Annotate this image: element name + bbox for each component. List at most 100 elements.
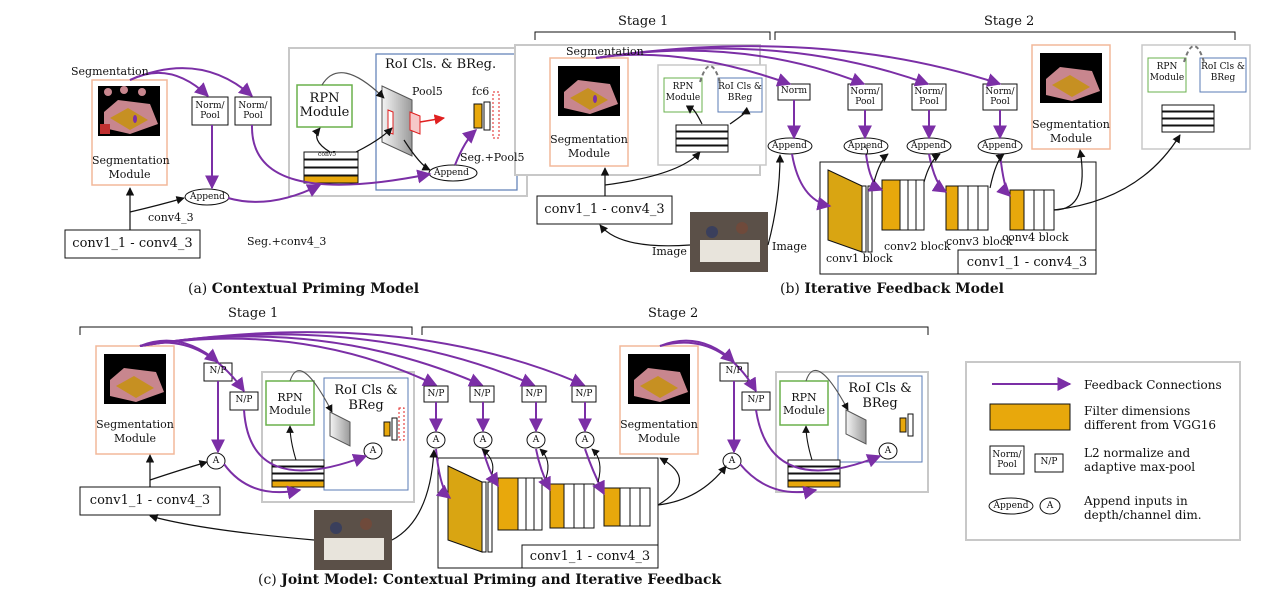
c-stage1-label: Stage 1 xyxy=(228,306,279,321)
legend-append: Append xyxy=(993,501,1029,511)
a-seg-conv4-label: Seg.+conv4_3 xyxy=(247,235,327,248)
a-pool5-label: Pool5 xyxy=(412,85,443,98)
photo-c xyxy=(314,510,392,570)
c-np-1: N/P xyxy=(209,366,227,376)
fc6-bars xyxy=(473,91,500,139)
b-conv3-block: conv3 block xyxy=(946,235,1013,248)
stack-b2 xyxy=(1161,104,1215,133)
b-norm-pool-3: Norm/ Pool xyxy=(985,87,1015,107)
legend-np: N/P xyxy=(1040,457,1058,467)
panel-a xyxy=(64,47,528,259)
stack-c2 xyxy=(787,459,841,488)
c-np-5: N/P xyxy=(525,389,543,399)
panel-b xyxy=(514,31,1251,275)
b-conv2-block: conv2 block xyxy=(884,240,951,253)
b-conv4-block: conv4 block xyxy=(1002,231,1069,244)
a-seg-module-label: Segmentation Module xyxy=(92,154,170,181)
c-a-3: A xyxy=(432,435,440,445)
legend-filter-swatch xyxy=(989,403,1071,431)
a-conv4-label: conv4_3 xyxy=(148,211,194,224)
legend-filter-text: Filter dimensions different from VGG16 xyxy=(1084,404,1217,432)
b-image-label-2: Image xyxy=(772,240,807,253)
b-image-label-1: Image xyxy=(652,245,687,258)
conv-box-a xyxy=(64,229,201,259)
panel-c xyxy=(79,326,929,570)
b-seg-module-label-2: Segmentation Module xyxy=(1032,118,1110,145)
legend-l2-text: L2 normalize and adaptive max-pool xyxy=(1084,446,1196,474)
a-norm-pool-2: Norm/ Pool xyxy=(238,101,268,121)
b-norm-pool-2: Norm/ Pool xyxy=(914,87,944,107)
seg-image-b2 xyxy=(1040,53,1102,103)
c-conv-block-label: conv1_1 - conv4_3 xyxy=(89,493,211,508)
caption-c: (c) Joint Model: Contextual Priming and … xyxy=(258,572,722,588)
a-rpn-label: RPN Module xyxy=(299,91,350,120)
stack-b1 xyxy=(675,124,729,153)
c-a-2: A xyxy=(369,446,377,456)
c-roi-label-1: RoI Cls & BReg xyxy=(334,383,398,413)
seg-image-c1 xyxy=(104,354,166,404)
caption-b: (b) Iterative Feedback Model xyxy=(780,281,1005,297)
b-conv-block-label: conv1_1 - conv4_3 xyxy=(544,202,665,217)
legend-append-text: Append inputs in depth/channel dim. xyxy=(1084,494,1202,522)
b-seg-module-label: Segmentation Module xyxy=(550,133,628,160)
a-append-1: Append xyxy=(190,192,225,202)
legend-norm-pool: Norm/ Pool xyxy=(992,450,1022,470)
c-a-1: A xyxy=(212,456,220,466)
norm-pool-box-1 xyxy=(191,96,229,126)
legend-feedback-text: Feedback Connections xyxy=(1084,378,1222,392)
seg-image-a xyxy=(98,86,160,136)
c-seg-module-label-1: Segmentation Module xyxy=(96,418,174,445)
c-rpn-label-2: RPN Module xyxy=(782,391,826,417)
caption-a: (a) Contextual Priming Model xyxy=(188,281,420,297)
b-segmentation-label: Segmentation xyxy=(566,45,644,58)
c-stage2-label: Stage 2 xyxy=(648,306,699,321)
conv-blocks-b xyxy=(827,169,1055,253)
c-conv-block-label-2: conv1_1 - conv4_3 xyxy=(529,549,651,564)
a-conv5-label: conv5 xyxy=(318,151,337,158)
conv-box-c xyxy=(79,486,221,516)
a-conv-block-label: conv1_1 - conv4_3 xyxy=(72,236,193,251)
c-np-3: N/P xyxy=(427,389,445,399)
b-append-1: Append xyxy=(772,141,807,151)
b-norm-pool-1: Norm/ Pool xyxy=(850,87,880,107)
c-np-6: N/P xyxy=(575,389,593,399)
c-a-7: A xyxy=(728,456,736,466)
a-fc6-label: fc6 xyxy=(472,85,490,98)
b-roi-label-1: RoI Cls & BReg xyxy=(718,82,762,103)
a-seg-pool5-label: Seg.+Pool5 xyxy=(460,151,525,164)
b-stage2-label: Stage 2 xyxy=(984,14,1035,29)
feature-stack-a xyxy=(303,151,359,184)
b-conv-block-label-2: conv1_1 - conv4_3 xyxy=(966,255,1088,270)
rpn-module-box xyxy=(296,84,353,128)
b-norm-label: Norm xyxy=(780,86,808,96)
a-segmentation-label: Segmentation xyxy=(71,65,149,78)
b-rpn-label-1: RPN Module xyxy=(665,82,701,103)
legend-a: A xyxy=(1046,501,1054,511)
c-a-8: A xyxy=(884,446,892,456)
norm-pool-box-2 xyxy=(234,96,272,126)
b-roi-label-2: RoI Cls & BReg xyxy=(1201,62,1245,83)
a-roi-label: RoI Cls. & BReg. xyxy=(385,57,497,72)
conv-blocks-c xyxy=(447,465,651,553)
pool5-planes xyxy=(381,85,421,157)
a-append-2: Append xyxy=(434,168,469,178)
b-stage1-label: Stage 1 xyxy=(618,14,669,29)
c-roi-label-2: RoI Cls & BReg xyxy=(848,381,912,411)
c-a-6: A xyxy=(581,435,589,445)
c-np-7: N/P xyxy=(725,366,743,376)
b-rpn-label-2: RPN Module xyxy=(1149,62,1185,83)
a-norm-pool-1: Norm/ Pool xyxy=(195,101,225,121)
legend-graphics xyxy=(965,361,1241,541)
b-append-3: Append xyxy=(911,141,946,151)
c-a-4: A xyxy=(479,435,487,445)
stack-c1 xyxy=(271,459,325,488)
c-a-5: A xyxy=(532,435,540,445)
c-np-4: N/P xyxy=(473,389,491,399)
photo-b xyxy=(690,212,768,272)
seg-image-c2 xyxy=(628,354,690,404)
c-np-2: N/P xyxy=(235,395,253,405)
b-append-4: Append xyxy=(982,141,1017,151)
seg-image-b xyxy=(558,66,620,116)
b-append-2: Append xyxy=(848,141,883,151)
